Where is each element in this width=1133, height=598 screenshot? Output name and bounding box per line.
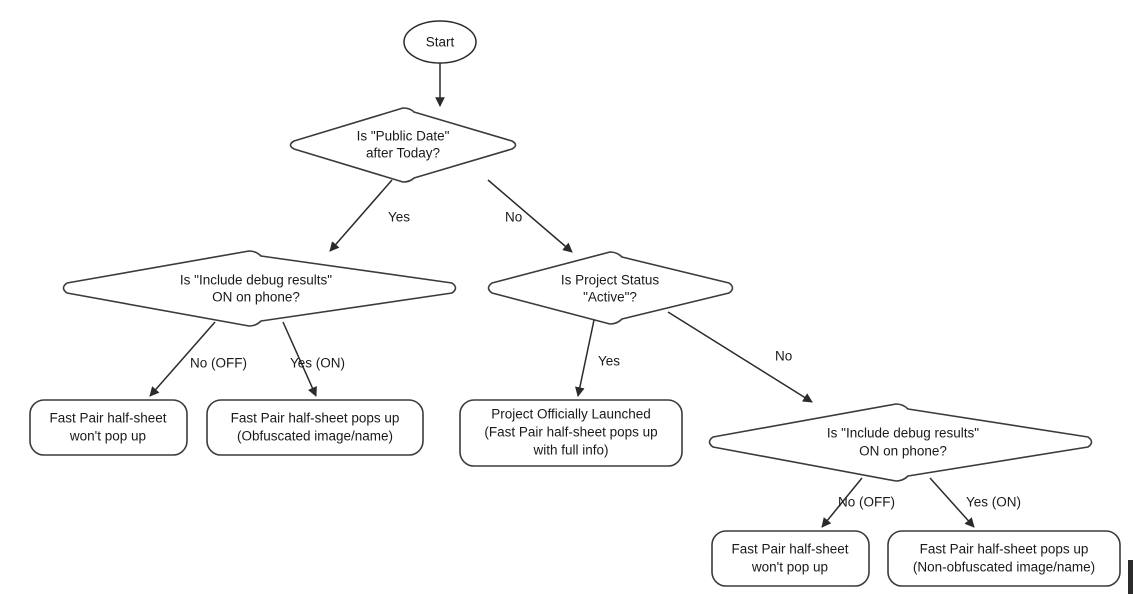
edge-debug-right-on xyxy=(929,477,975,528)
result-right-on-line1: Fast Pair half-sheet pops up xyxy=(920,542,1089,557)
debug-left-line2: ON on phone? xyxy=(212,290,300,305)
page-edge-artifact xyxy=(1128,560,1133,594)
edge-label-debug-right-on: Yes (ON) xyxy=(966,495,1021,510)
debug-left-line1: Is "Include debug results" xyxy=(180,273,332,288)
edge-label-public-date-no: No xyxy=(505,210,522,225)
project-status-line2: "Active"? xyxy=(583,290,637,305)
node-result-right-on[interactable]: Fast Pair half-sheet pops up (Non-obfusc… xyxy=(887,530,1121,587)
node-start[interactable]: Start xyxy=(403,20,477,64)
result-right-off-box-shape xyxy=(711,530,870,587)
result-left-off-line2: won't pop up xyxy=(69,429,146,444)
edge-public-date-no xyxy=(487,179,573,253)
result-left-off-box-shape xyxy=(29,399,188,456)
result-right-on-box-shape xyxy=(887,530,1121,587)
result-launched-line1: Project Officially Launched xyxy=(491,407,651,422)
result-right-on-line2: (Non-obfuscated image/name) xyxy=(913,560,1095,575)
debug-right-line2: ON on phone? xyxy=(859,444,947,459)
edge-project-status-no xyxy=(667,311,813,403)
edge-label-debug-right-off: No (OFF) xyxy=(838,495,895,510)
result-launched-line2: (Fast Pair half-sheet pops up xyxy=(484,425,657,440)
start-label: Start xyxy=(426,35,455,50)
edge-debug-left-off xyxy=(149,321,216,397)
edge-label-debug-left-off: No (OFF) xyxy=(190,356,247,371)
edge-project-status-yes xyxy=(575,319,595,397)
edge-label-debug-left-on: Yes (ON) xyxy=(290,356,345,371)
result-left-on-box-shape xyxy=(206,399,424,456)
edge-debug-left-on xyxy=(282,321,317,397)
edge-public-date-yes xyxy=(329,179,393,252)
edge-label-project-status-yes: Yes xyxy=(598,354,620,369)
public-date-diamond-shape xyxy=(289,107,517,183)
result-right-off-line1: Fast Pair half-sheet xyxy=(731,542,848,557)
result-left-off-line1: Fast Pair half-sheet xyxy=(49,411,166,426)
edge-label-public-date-yes: Yes xyxy=(388,210,410,225)
node-result-left-on[interactable]: Fast Pair half-sheet pops up (Obfuscated… xyxy=(206,399,424,456)
edge-debug-right-off xyxy=(821,477,863,528)
node-public-date[interactable]: Is "Public Date" after Today? xyxy=(289,107,517,183)
node-debug-right[interactable]: Is "Include debug results" ON on phone? xyxy=(708,403,1093,482)
project-status-diamond-shape xyxy=(487,251,734,325)
start-ellipse-shape xyxy=(403,20,477,64)
edge-label-project-status-no: No xyxy=(775,349,792,364)
edge-labels-layer: Yes No No (OFF) Yes (ON) Yes No No (OFF)… xyxy=(190,210,1021,510)
result-right-off-line2: won't pop up xyxy=(751,560,828,575)
debug-right-diamond-shape xyxy=(708,403,1093,482)
result-launched-box-shape xyxy=(459,399,683,467)
public-date-line1: Is "Public Date" xyxy=(357,129,450,144)
node-result-left-off[interactable]: Fast Pair half-sheet won't pop up xyxy=(29,399,188,456)
result-left-on-line1: Fast Pair half-sheet pops up xyxy=(231,411,400,426)
public-date-line2: after Today? xyxy=(366,146,440,161)
project-status-line1: Is Project Status xyxy=(561,273,660,288)
node-project-status[interactable]: Is Project Status "Active"? xyxy=(487,251,734,325)
result-launched-line3: with full info) xyxy=(532,443,608,458)
node-result-right-off[interactable]: Fast Pair half-sheet won't pop up xyxy=(711,530,870,587)
node-debug-left[interactable]: Is "Include debug results" ON on phone? xyxy=(62,250,457,327)
debug-left-diamond-shape xyxy=(62,250,457,327)
node-result-launched[interactable]: Project Officially Launched (Fast Pair h… xyxy=(459,399,683,467)
debug-right-line1: Is "Include debug results" xyxy=(827,426,979,441)
edges-layer xyxy=(149,62,975,528)
result-left-on-line2: (Obfuscated image/name) xyxy=(237,429,393,444)
